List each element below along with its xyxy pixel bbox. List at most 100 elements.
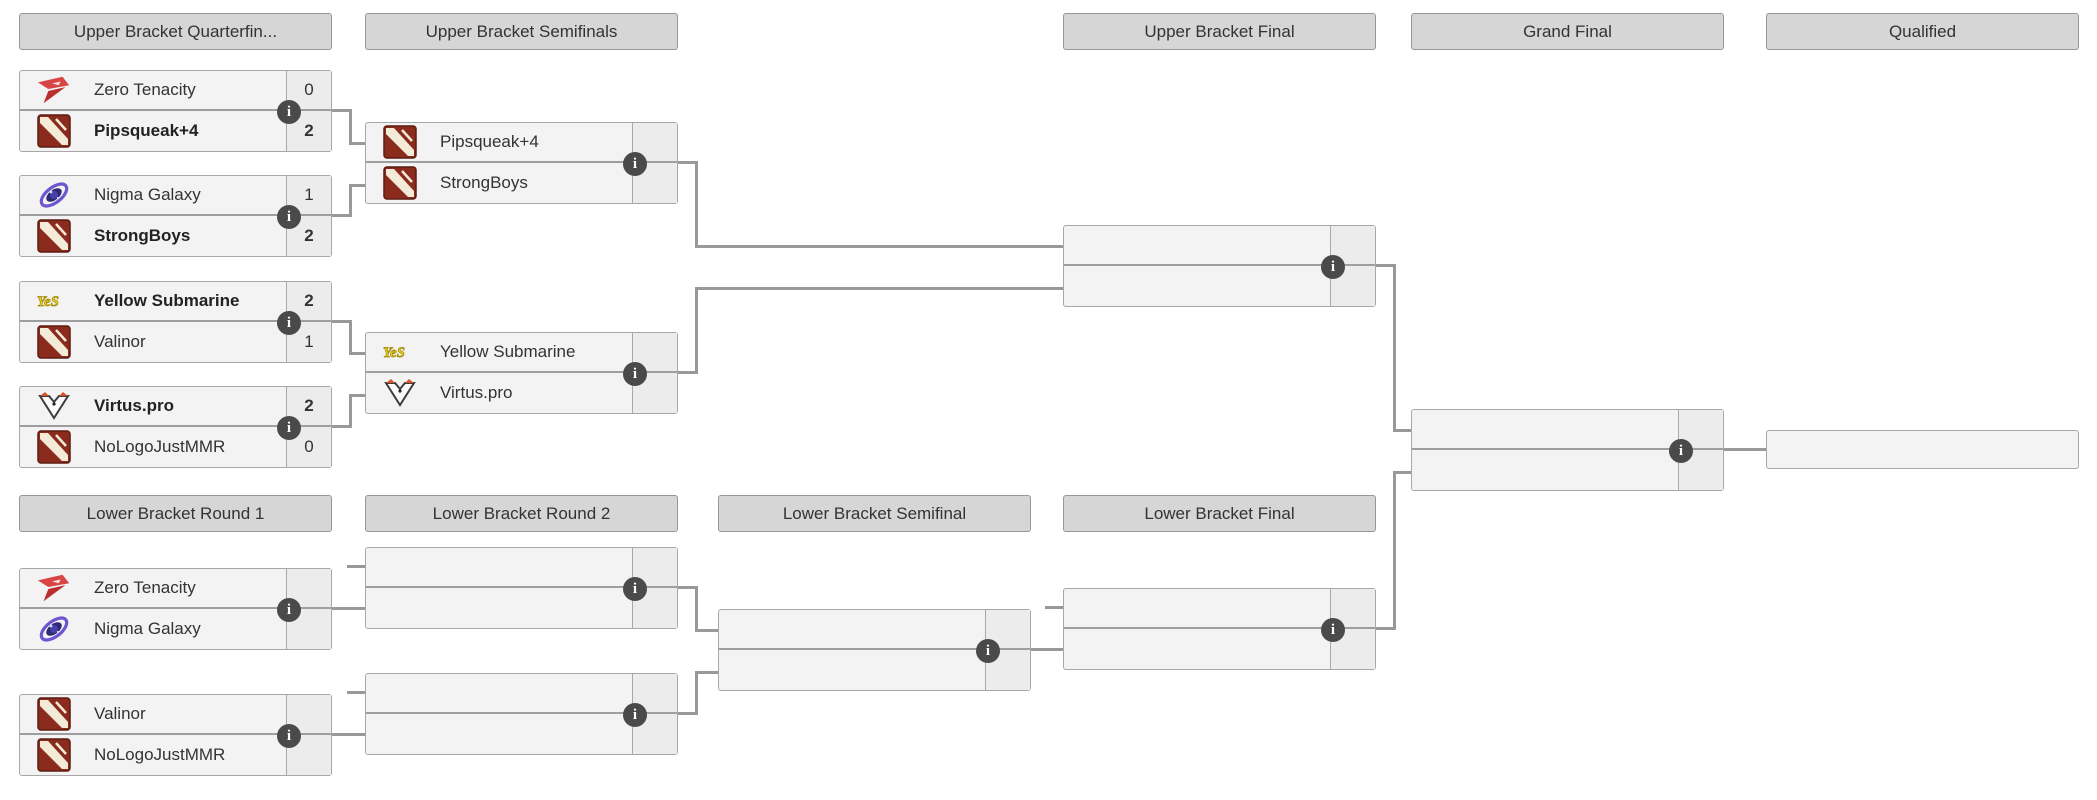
dota-tbd-logo-icon[interactable] [382,165,418,201]
connector-line [349,394,365,397]
dota-tbd-logo-icon[interactable] [36,696,72,732]
connector-line [695,161,698,248]
match-lbr2m1: i [365,547,678,629]
dota-tbd-logo-icon[interactable] [382,124,418,160]
connector-line [1393,471,1411,474]
zero-tenacity-logo-icon[interactable] [36,72,72,108]
connector-line [332,214,352,217]
team-row[interactable]: Pipsqueak+4 2 [20,111,331,151]
match-info-icon[interactable]: i [623,362,647,386]
match-info-icon[interactable]: i [623,577,647,601]
match-info-icon[interactable]: i [277,598,301,622]
connector-line [1376,627,1396,630]
connector-line [695,245,1063,248]
match-grand-final: i [1411,409,1724,491]
match-info-icon[interactable]: i [1669,439,1693,463]
team-row[interactable]: Nigma Galaxy [20,609,331,649]
team-name[interactable]: NoLogoJustMMR [94,745,226,764]
match-ubqf1: Zero Tenacity 0 Pipsqueak+4 2 i [19,70,332,152]
team-row[interactable] [1064,589,1375,629]
team-row[interactable]: Zero Tenacity [20,569,331,609]
team-row[interactable]: StrongBoys 2 [20,216,331,256]
match-info-icon[interactable]: i [976,639,1000,663]
zero-tenacity-logo-icon[interactable] [36,570,72,606]
match-info-icon[interactable]: i [277,724,301,748]
match-info-icon[interactable]: i [277,100,301,124]
connector-line [349,142,365,145]
team-name[interactable]: Zero Tenacity [94,80,196,99]
nigma-galaxy-logo-icon[interactable] [36,611,72,647]
dota-tbd-logo-icon[interactable] [36,324,72,360]
team-name[interactable]: Virtus.pro [94,396,174,415]
match-lower-bracket-final: i [1063,588,1376,670]
team-row[interactable]: Pipsqueak+4 [366,123,677,163]
team-row[interactable] [1064,226,1375,266]
team-name[interactable]: Valinor [94,704,146,723]
connector-line [349,320,352,355]
connector-line [678,161,698,164]
yellow-submarine-logo-icon[interactable]: YeS [382,334,418,370]
team-row[interactable]: NoLogoJustMMR 0 [20,427,331,467]
connector-line [349,109,352,145]
match-info-icon[interactable]: i [277,205,301,229]
connector-line [1376,264,1396,267]
match-info-icon[interactable]: i [1321,618,1345,642]
team-row[interactable]: YeS Yellow Submarine [366,333,677,373]
round-header-upper-bracket-quarterfinals: Upper Bracket Quarterfin... [19,13,332,50]
connector-line [332,425,352,428]
team-row[interactable]: StrongBoys [366,163,677,203]
round-header-grand-final: Grand Final [1411,13,1724,50]
match-ubsf1: Pipsqueak+4 StrongBoys i [365,122,678,204]
team-name[interactable]: Virtus.pro [440,383,513,402]
connector-line [1393,264,1396,432]
connector-line [678,712,698,715]
match-info-icon[interactable]: i [1321,255,1345,279]
match-info-icon[interactable]: i [623,152,647,176]
team-name[interactable]: Zero Tenacity [94,578,196,597]
team-row[interactable] [366,674,677,714]
connector-line [349,184,352,217]
dota-tbd-logo-icon[interactable] [36,113,72,149]
match-info-icon[interactable]: i [277,416,301,440]
match-ubqf3: YeS Yellow Submarine 2 Valinor 1 i [19,281,332,363]
virtus-pro-logo-icon[interactable] [382,375,418,411]
round-header-upper-bracket-semifinals: Upper Bracket Semifinals [365,13,678,50]
team-row[interactable]: YeS Yellow Submarine 2 [20,282,331,322]
virtus-pro-logo-icon[interactable] [36,388,72,424]
dropdown-dash [347,691,365,694]
match-ubsf2: YeS Yellow Submarine Virtus.pro i [365,332,678,414]
team-name[interactable]: StrongBoys [440,173,528,192]
team-row[interactable]: Virtus.pro [366,373,677,413]
connector-line [695,586,698,632]
team-name[interactable]: Pipsqueak+4 [440,132,539,151]
match-info-icon[interactable]: i [623,703,647,727]
team-score: 2 [286,111,331,151]
svg-text:YeS: YeS [383,345,405,361]
team-row [1767,431,2078,468]
round-header-qualified: Qualified [1766,13,2079,50]
team-name[interactable]: Nigma Galaxy [94,619,201,638]
match-lbr2m2: i [365,673,678,755]
team-name[interactable]: StrongBoys [94,226,191,245]
round-header-lower-bracket-round-2: Lower Bracket Round 2 [365,495,678,532]
nigma-galaxy-logo-icon[interactable] [36,177,72,213]
yellow-submarine-logo-icon[interactable]: YeS [36,283,72,319]
team-name[interactable]: Valinor [94,332,146,351]
connector-line [349,394,352,428]
match-info-icon[interactable]: i [277,311,301,335]
dota-tbd-logo-icon[interactable] [36,737,72,773]
connector-line [1393,429,1411,432]
dropdown-dash [347,565,365,568]
team-name[interactable]: Nigma Galaxy [94,185,201,204]
dota-tbd-logo-icon[interactable] [36,218,72,254]
round-header-lower-bracket-semifinal: Lower Bracket Semifinal [718,495,1031,532]
round-header-upper-bracket-final: Upper Bracket Final [1063,13,1376,50]
connector-line [695,287,1063,290]
match-ubqf4: Virtus.pro 2 NoLogoJustMMR 0 i [19,386,332,468]
team-name[interactable]: Yellow Submarine [440,342,576,361]
team-name[interactable]: Yellow Submarine [94,291,240,310]
dota-tbd-logo-icon[interactable] [36,429,72,465]
team-name[interactable]: NoLogoJustMMR [94,437,226,456]
team-score [1330,226,1375,264]
team-name[interactable]: Pipsqueak+4 [94,121,199,140]
